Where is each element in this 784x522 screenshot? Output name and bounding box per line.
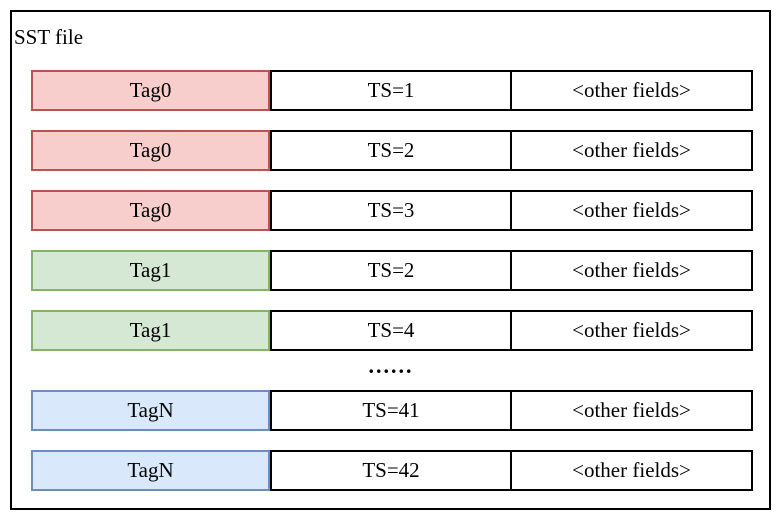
ellipsis-text: ......: [368, 353, 414, 378]
other-fields-cell: <other fields>: [510, 390, 753, 431]
tag-cell: Tag0: [31, 190, 270, 231]
timestamp-cell: TS=1: [270, 70, 512, 111]
other-fields-cell: <other fields>: [510, 130, 753, 171]
record-row: Tag0 TS=2 <other fields>: [0, 130, 784, 171]
other-fields-cell: <other fields>: [510, 310, 753, 351]
record-row: Tag0 TS=3 <other fields>: [0, 190, 784, 231]
record-row: TagN TS=41 <other fields>: [0, 390, 784, 431]
timestamp-cell: TS=3: [270, 190, 512, 231]
tag-cell: TagN: [31, 450, 270, 491]
timestamp-cell: TS=4: [270, 310, 512, 351]
timestamp-cell: TS=41: [270, 390, 512, 431]
record-row: Tag1 TS=2 <other fields>: [0, 250, 784, 291]
other-fields-cell: <other fields>: [510, 250, 753, 291]
record-row: Tag1 TS=4 <other fields>: [0, 310, 784, 351]
timestamp-cell: TS=42: [270, 450, 512, 491]
record-row: Tag0 TS=1 <other fields>: [0, 70, 784, 111]
timestamp-cell: TS=2: [270, 130, 512, 171]
record-row: TagN TS=42 <other fields>: [0, 450, 784, 491]
other-fields-cell: <other fields>: [510, 450, 753, 491]
diagram-title: SST file: [14, 25, 84, 49]
other-fields-cell: <other fields>: [510, 190, 753, 231]
tag-cell: Tag0: [31, 70, 270, 111]
tag-cell: Tag0: [31, 130, 270, 171]
tag-cell: Tag1: [31, 250, 270, 291]
tag-cell: Tag1: [31, 310, 270, 351]
other-fields-cell: <other fields>: [510, 70, 753, 111]
tag-cell: TagN: [31, 390, 270, 431]
timestamp-cell: TS=2: [270, 250, 512, 291]
